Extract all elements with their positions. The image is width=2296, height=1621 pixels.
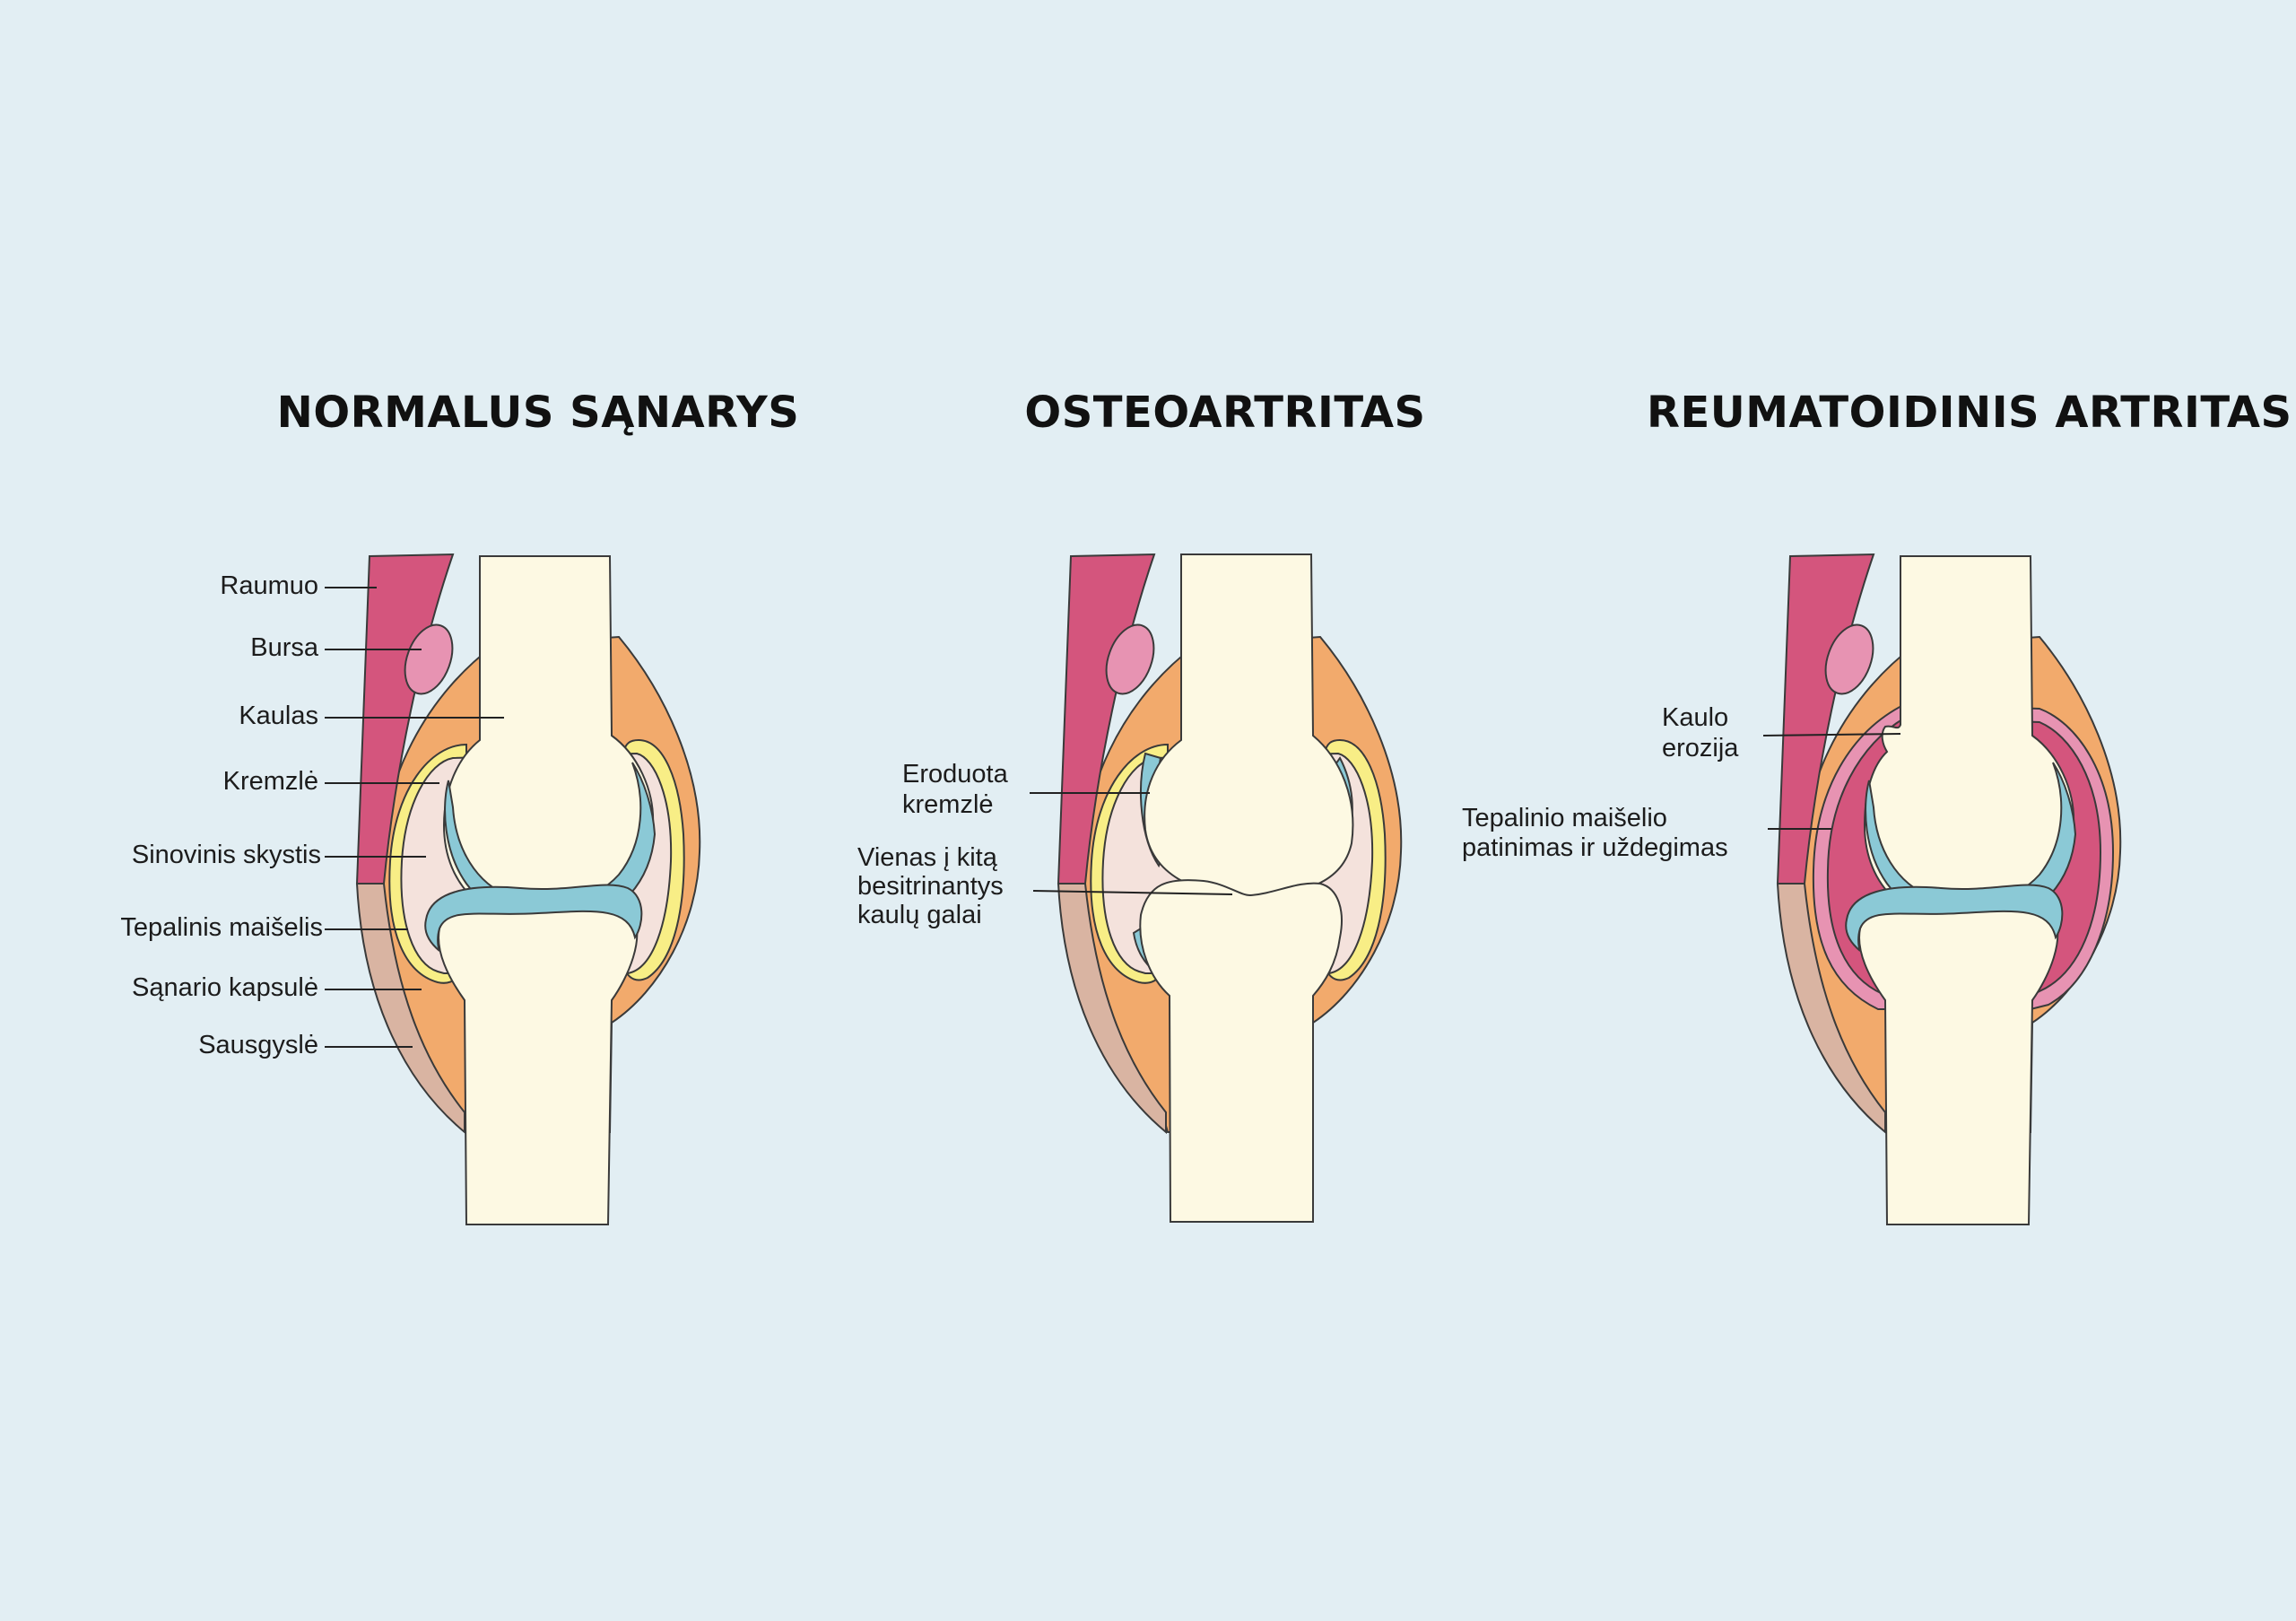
muscle [355,553,455,885]
title-osteoarthritis: OSTEOARTRITAS [1024,388,1426,438]
tendon [1776,883,1886,1135]
leader-lines-rheuma [1762,733,1901,830]
label-bursa: Bursa [250,633,318,662]
label-bone-ends-rubbing: Vienas į kitą besitrinantys kaulų galai [857,843,1004,929]
label-synovial-inflammation: Tepalinio maišelio patinimas ir uždegima… [1462,804,1728,862]
label-synovial-membrane: Tepalinis maišelis [120,913,323,942]
bursa [1824,623,1874,695]
rheumatoid-arthritis-diagram [1762,553,2122,1225]
leader-lines-normal [325,587,504,1048]
muscle [1776,553,1875,885]
leader-lines-osteo [1030,792,1233,895]
osteoarthritis-diagram [1030,553,1403,1223]
label-tendon: Sausgyslė [198,1031,318,1059]
title-normal-joint: NORMALUS SĄNARYS [276,388,800,438]
title-rheumatoid-arthritis: REUMATOIDINIS ARTRITAS [1647,388,2292,438]
lower-bone [1139,879,1343,1223]
muscle [1057,553,1156,885]
label-muscle: Raumuo [220,571,318,600]
lower-cartilage [1845,884,2064,952]
bursa [1105,623,1155,695]
lower-bone [438,903,639,1225]
label-bone: Kaulas [239,702,318,730]
label-bone-erosion: Kaulo erozija [1662,703,1739,763]
label-synovial-fluid: Sinovinis skystis [131,841,321,869]
label-joint-capsule: Sąnario kapsulė [132,973,318,1002]
lower-bone [1858,903,2059,1225]
bursa [404,623,454,695]
label-cartilage: Kremzlė [222,767,318,796]
tendon [1057,883,1167,1135]
normal-joint-diagram [325,553,701,1225]
label-eroded-cartilage: Eroduota kremzlė [902,760,1008,819]
lower-cartilage [424,884,643,952]
